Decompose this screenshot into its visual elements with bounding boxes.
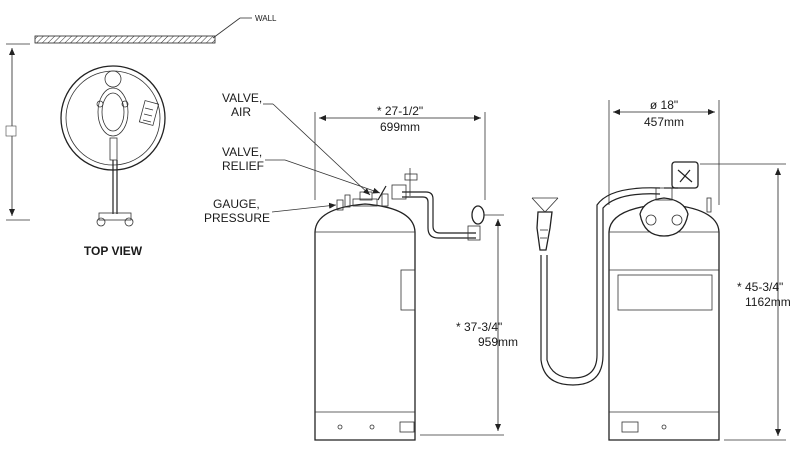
valve-air-label-1: VALVE, xyxy=(222,91,262,105)
gauge-leader xyxy=(271,202,337,213)
valve-relief-label-1: VALVE, xyxy=(222,145,262,159)
hand-spray xyxy=(536,211,553,251)
gauge-label-1: GAUGE, xyxy=(213,197,260,211)
right-tank-body xyxy=(608,203,720,441)
left-tank-body xyxy=(314,203,416,441)
wall-leader xyxy=(212,17,241,39)
valve-air-leader xyxy=(272,103,371,196)
valve-relief-leader xyxy=(284,159,381,194)
width-dimension-mm: 699mm xyxy=(380,120,420,134)
wall-hatch xyxy=(34,35,216,44)
wall-label: WALL xyxy=(255,14,277,23)
valve-air-label-2: AIR xyxy=(231,105,251,119)
tank-top-outline xyxy=(60,65,166,171)
height-mm: 1162mm xyxy=(745,295,791,309)
gauge-label-2: PRESSURE xyxy=(204,211,270,225)
height-in: * 45-3/4" xyxy=(737,280,783,294)
side-view-left: * 27-1/2" 699mm VALVE, AIR VALVE, RELIEF xyxy=(204,91,518,441)
width-dimension-in: * 27-1/2" xyxy=(377,104,423,118)
top-view: WALL TOP VIEW xyxy=(5,14,277,258)
front-view-right: ø 18" 457mm * 45-3/4" 1162mm xyxy=(531,98,791,441)
diameter-mm: 457mm xyxy=(644,115,684,129)
valve-relief-label-2: RELIEF xyxy=(222,159,264,173)
diameter-in: ø 18" xyxy=(650,98,678,112)
top-view-label: TOP VIEW xyxy=(84,244,143,258)
eyewash-head xyxy=(671,161,699,189)
eyewash-hose xyxy=(546,187,661,379)
hose-height-mm: 959mm xyxy=(478,335,518,349)
hose-height-in: * 37-3/4" xyxy=(456,320,502,334)
left-outlet-pipe xyxy=(402,191,476,234)
